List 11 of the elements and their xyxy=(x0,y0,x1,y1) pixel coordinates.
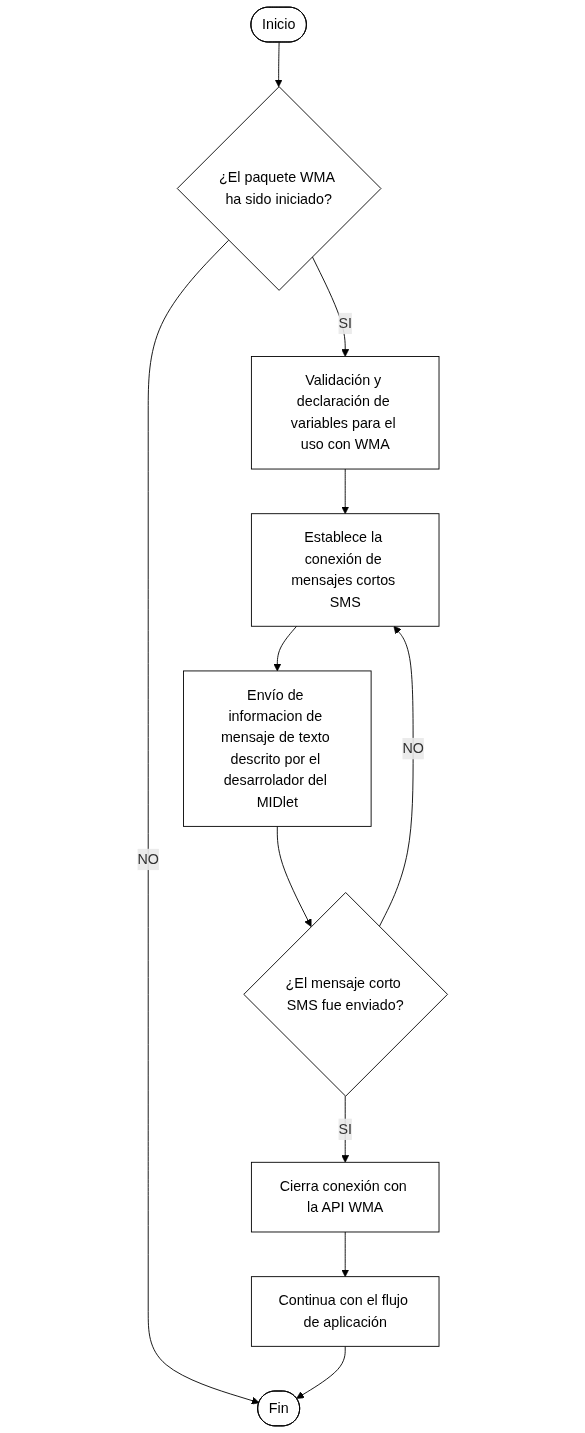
edge-label: NO xyxy=(402,740,424,756)
node-box: Envío de informacion de mensaje de texto descrito por el desarrolador del MIDlet xyxy=(183,670,372,827)
node-box: Cierra conexión con la API WMA xyxy=(250,1161,440,1233)
node-diamond: ¿El paquete WMA ha sido iniciado? xyxy=(176,86,382,291)
node-box: Continua con el flujo de aplicación xyxy=(250,1276,440,1347)
edge-label: SI xyxy=(338,315,352,331)
edge-label: NO xyxy=(137,851,159,867)
node-box: Validación y declaración de variables para el uso con WMA xyxy=(250,356,440,470)
node-diamond: ¿El mensaje corto SMS fue enviado? xyxy=(243,892,448,1097)
node-box: Establece la conexión de mensajes cortos SMS xyxy=(250,513,440,627)
edge-label: SI xyxy=(338,1121,352,1137)
